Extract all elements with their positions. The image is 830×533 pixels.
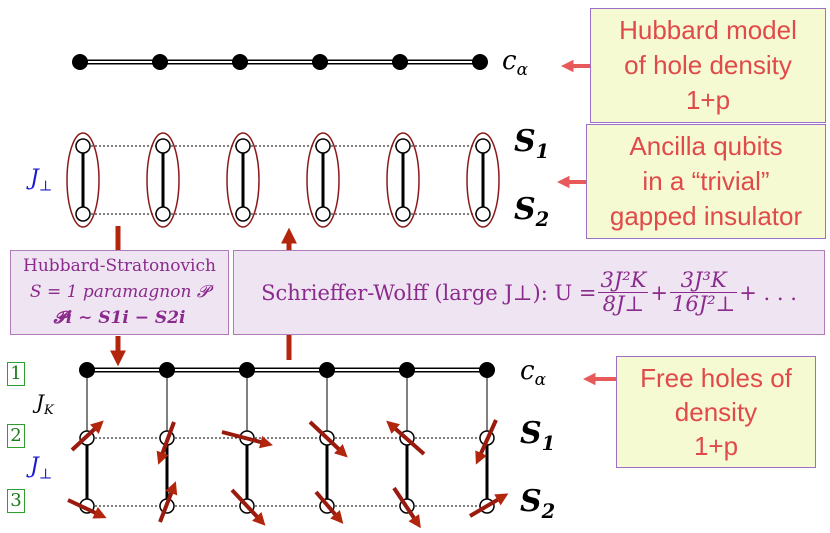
hubbard-model-line-1: Hubbard model — [619, 15, 797, 45]
ancilla-rung — [66, 132, 100, 228]
spin-arrow — [67, 498, 107, 519]
bottom-site — [319, 362, 335, 378]
label-c-alpha-top: cα — [502, 46, 528, 80]
row-number-1: 1 — [7, 362, 25, 386]
top-site — [232, 54, 248, 70]
spin-arrow — [158, 481, 178, 523]
hubbard-model-line-3: 1+p — [685, 85, 731, 115]
free-holes-box: Free holes of density 1+p — [616, 356, 816, 468]
label-S1-bottom: S1 — [520, 416, 556, 455]
spin-arrow — [468, 493, 509, 518]
top-site — [152, 54, 168, 70]
label-c-alpha-bottom: cα — [520, 356, 546, 390]
label-S2-top: S2 — [514, 192, 550, 231]
spin-arrow — [156, 421, 176, 465]
sw-term2: 3J³K 16J²⊥ — [669, 268, 738, 316]
sw-term2-num: 3J³K — [669, 268, 738, 293]
label-S2-bottom: S2 — [520, 484, 556, 523]
spin-arrow — [475, 419, 498, 465]
top-site — [472, 54, 488, 70]
label-J-K: JK — [36, 390, 54, 418]
spin-arrow — [230, 488, 266, 526]
hs-line-2: S = 1 paramagnon 𝓟 — [29, 282, 210, 302]
label-S1-top: S1 — [514, 124, 550, 163]
top-site — [72, 54, 88, 70]
bottom-site — [399, 362, 415, 378]
sw-plus: + — [650, 280, 668, 305]
bottom-site — [239, 362, 255, 378]
spin-arrow — [392, 486, 421, 529]
ancilla-rung — [306, 132, 340, 228]
sw-term1-den: 8J⊥ — [602, 292, 645, 316]
ancilla-rung — [466, 132, 500, 228]
sw-term1: 3J²K 8J⊥ — [598, 267, 649, 316]
bottom-site — [79, 362, 95, 378]
bottom-site — [479, 362, 495, 378]
sw-prefix: Schrieffer-Wolff (large J⊥): U = — [261, 280, 597, 305]
spin-arrow — [386, 420, 426, 456]
ancilla-rung — [146, 132, 180, 228]
spin-arrow — [314, 490, 344, 524]
top-site — [392, 54, 408, 70]
spin-arrow — [221, 430, 273, 449]
free-holes-line-1: Free holes of — [640, 363, 792, 393]
ancilla-rung — [226, 132, 260, 228]
bottom-lattice — [67, 362, 509, 529]
label-J-perp-bottom: J⊥ — [30, 454, 53, 483]
bottom-site — [159, 362, 175, 378]
top-chain — [72, 54, 488, 70]
ancilla-layer — [66, 132, 500, 228]
row-number-2: 2 — [7, 424, 25, 448]
label-J-perp-top: J⊥ — [30, 166, 53, 195]
spin-arrow — [70, 420, 104, 452]
top-site — [312, 54, 328, 70]
hs-line-3: 𝓟i ∼ S1i − S2i — [53, 308, 186, 328]
ancilla-line-3: gapped insulator — [609, 201, 803, 231]
ancilla-rung — [386, 132, 420, 228]
hs-line-1: Hubbard-Stratonovich — [23, 256, 216, 276]
ancilla-line-1: Ancilla qubits — [629, 131, 783, 161]
schrieffer-wolff-box: Schrieffer-Wolff (large J⊥): U = 3J²K 8J… — [233, 250, 825, 335]
sw-suffix: + . . . — [739, 280, 797, 305]
row-number-3: 3 — [7, 489, 25, 513]
free-holes-line-3: 1+p — [693, 431, 739, 461]
spin-arrow — [308, 420, 348, 458]
hubbard-model-line-2: of hole density — [624, 50, 792, 80]
ancilla-line-2: in a “trivial” — [642, 166, 770, 196]
sw-term1-num: 3J²K — [598, 267, 649, 293]
sw-term2-den: 16J²⊥ — [671, 292, 736, 316]
ancilla-box: Ancilla qubits in a “trivial” gapped ins… — [586, 124, 826, 239]
hubbard-model-box: Hubbard model of hole density 1+p — [590, 8, 826, 123]
hubbard-stratonovich-box: Hubbard-Stratonovich S = 1 paramagnon 𝓟 … — [10, 250, 229, 335]
free-holes-line-2: density — [674, 397, 758, 427]
